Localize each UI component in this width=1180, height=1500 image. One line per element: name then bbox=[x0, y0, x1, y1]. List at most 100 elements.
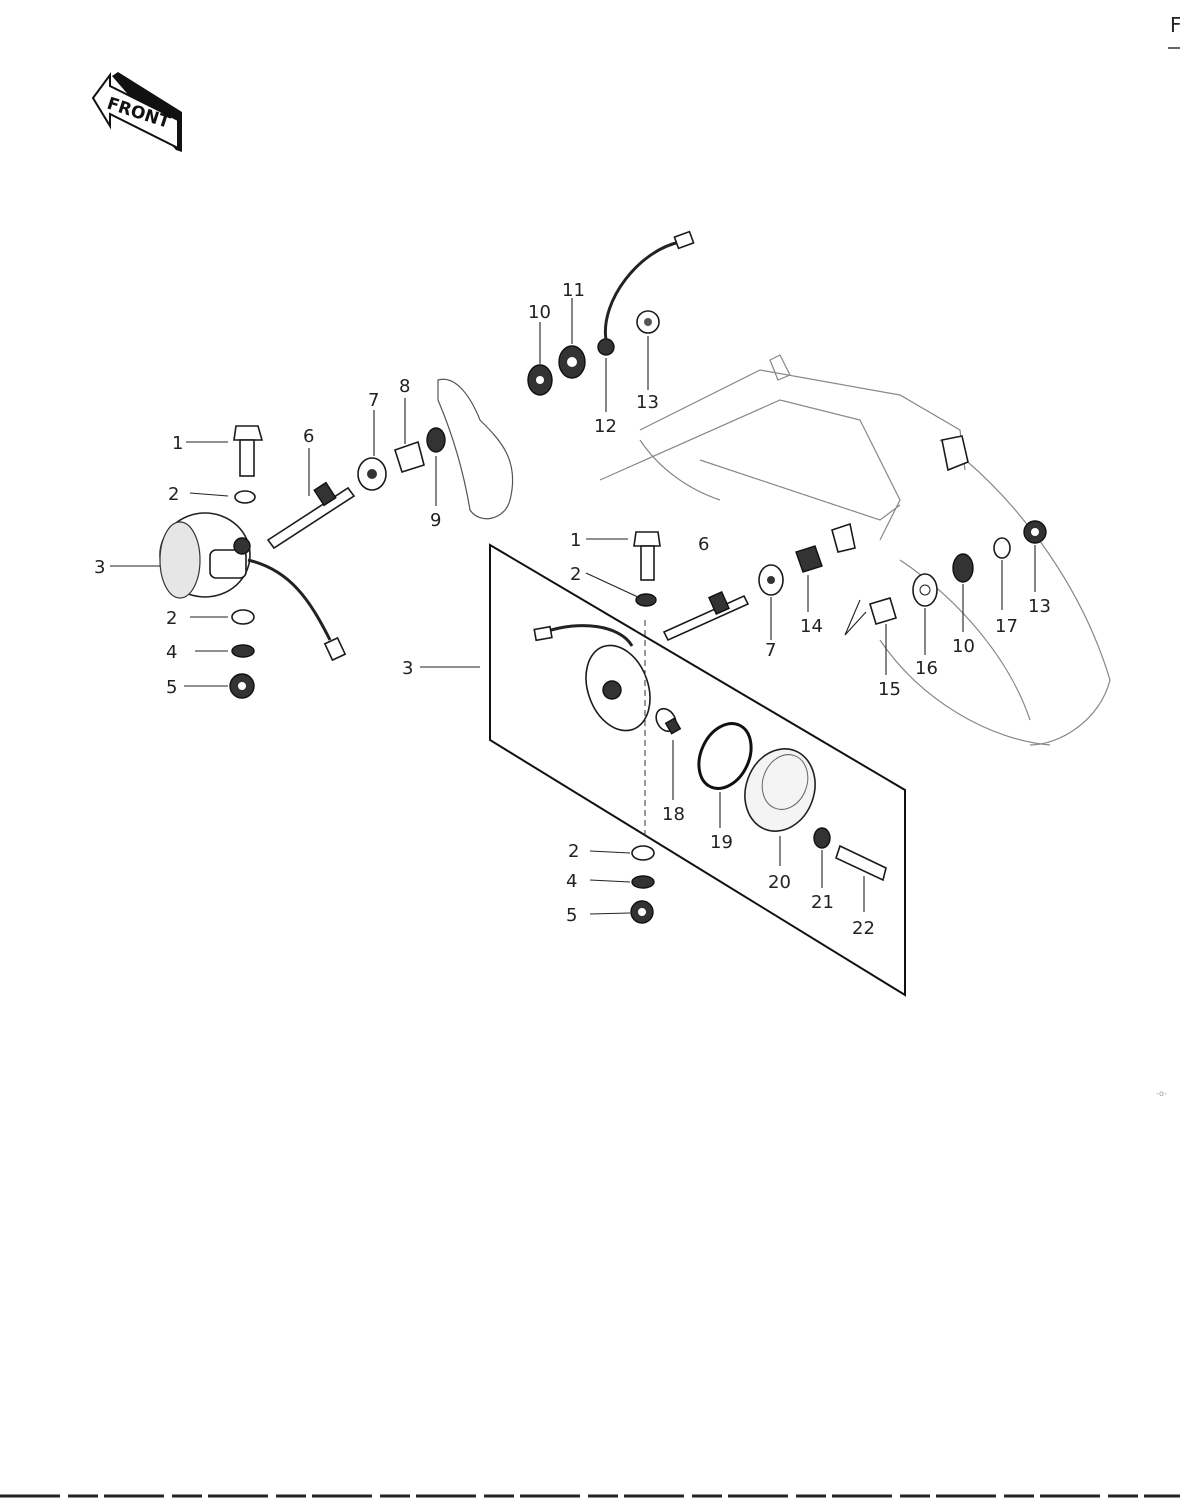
mount-part-10-top bbox=[527, 364, 553, 396]
collar-part-15 bbox=[869, 597, 897, 625]
washer-7-right-hole bbox=[767, 576, 775, 584]
bulb-18-base bbox=[664, 717, 682, 735]
bolt-part-1-right bbox=[633, 531, 661, 581]
washer-part-2-upper bbox=[234, 490, 256, 504]
nut-5-hole bbox=[238, 682, 246, 690]
washer-part-21 bbox=[813, 827, 831, 849]
nut-13-top-hole bbox=[644, 318, 652, 326]
nut-part-13-right bbox=[1023, 520, 1047, 544]
lamp-housing-part-3 bbox=[159, 512, 347, 662]
nut-part-5 bbox=[229, 673, 255, 699]
callout-left-4: 4 bbox=[166, 642, 177, 663]
callout-lamp-21: 21 bbox=[811, 892, 834, 913]
rear-fender-frame bbox=[599, 354, 1111, 746]
stay-part-6 bbox=[266, 481, 356, 550]
leader-lamp-2a bbox=[585, 572, 641, 599]
corner-letter: F bbox=[1170, 13, 1180, 37]
gasket-part-19 bbox=[697, 722, 753, 790]
callout-lamp-2b: 2 bbox=[568, 841, 579, 862]
screw-part-22 bbox=[835, 844, 887, 882]
nut-part-5-right bbox=[630, 900, 654, 924]
wire-harness-part-12 bbox=[597, 230, 695, 356]
bolt-1-head bbox=[233, 425, 264, 441]
callout-lamp-4: 4 bbox=[566, 871, 577, 892]
lamp-base-socket bbox=[602, 680, 622, 700]
callout-right-16: 16 bbox=[915, 658, 938, 679]
edge-mark: -o- bbox=[1156, 1089, 1167, 1098]
fender-bottom-edge bbox=[879, 639, 1051, 746]
frame-upper-tube bbox=[639, 369, 966, 471]
lamp-housing-wire bbox=[247, 558, 332, 641]
frame-bracket bbox=[639, 439, 721, 501]
callout-right-15: 15 bbox=[878, 679, 901, 700]
washer-part-2-lower bbox=[231, 609, 255, 625]
leader-lines bbox=[110, 298, 1036, 915]
callout-left-7: 7 bbox=[368, 390, 379, 411]
fender-mount-tab bbox=[941, 435, 969, 472]
callout-left-5: 5 bbox=[166, 677, 177, 698]
washer-16-hole bbox=[919, 584, 931, 596]
lockwasher-part-4-right bbox=[631, 875, 655, 889]
lamp-base-wire bbox=[544, 624, 634, 647]
fender-curve bbox=[939, 439, 1111, 746]
damper-11-hole bbox=[567, 357, 577, 367]
harness-12-wire bbox=[603, 240, 681, 341]
bolt-1-right-shank bbox=[640, 545, 655, 581]
collar-part-14 bbox=[795, 545, 823, 573]
lens-part-20 bbox=[744, 748, 816, 832]
callout-left-9: 9 bbox=[430, 510, 441, 531]
exploded-panel-border bbox=[489, 543, 906, 997]
bolt-1-shank bbox=[239, 439, 255, 477]
washer-part-2-right-upper bbox=[635, 593, 657, 607]
callout-left-2a: 2 bbox=[168, 484, 179, 505]
damper-7-hole bbox=[367, 469, 377, 479]
callout-lamp-20: 20 bbox=[768, 872, 791, 893]
lamp-housing-stem bbox=[209, 549, 247, 579]
lamp-base-wire-plug bbox=[533, 625, 553, 642]
stay-6-right-shaft bbox=[662, 594, 750, 642]
callout-left-2b: 2 bbox=[166, 608, 177, 629]
left-turn-signal-assembly bbox=[159, 425, 446, 699]
callout-left-6: 6 bbox=[303, 426, 314, 447]
stay-part-6-right bbox=[662, 591, 750, 642]
frame-lower-tube bbox=[599, 399, 901, 541]
callout-lamp-6: 6 bbox=[698, 534, 709, 555]
bolt-1-right-head bbox=[633, 531, 661, 547]
callout-top-10: 10 bbox=[528, 302, 551, 323]
front-arrow: FRONT bbox=[91, 71, 182, 152]
callout-left-8: 8 bbox=[399, 376, 410, 397]
damper-part-11 bbox=[558, 345, 586, 379]
lens-20-inner bbox=[761, 754, 809, 810]
stay-6-collar bbox=[313, 481, 337, 507]
callout-lamp-18: 18 bbox=[662, 804, 685, 825]
bolt-part-1 bbox=[233, 425, 264, 477]
callout-right-14: 14 bbox=[800, 616, 823, 637]
callout-top-11: 11 bbox=[562, 280, 585, 301]
callout-right-13: 13 bbox=[1028, 596, 1051, 617]
leader-right-14-split bbox=[844, 599, 867, 636]
callout-lamp-2a: 2 bbox=[570, 564, 581, 585]
lens-20-outer bbox=[744, 748, 816, 832]
collar-part-8 bbox=[394, 440, 425, 474]
harness-12-plug bbox=[673, 230, 695, 250]
mount-part-10-right bbox=[952, 553, 974, 583]
lamp-base-part-3 bbox=[533, 624, 651, 732]
washer-part-2-right-lower bbox=[631, 845, 655, 861]
lockwasher-part-4 bbox=[231, 644, 255, 658]
nut-13-right-hole bbox=[1031, 528, 1039, 536]
nut-part-9 bbox=[426, 427, 446, 453]
nut-5-right-hole bbox=[638, 908, 646, 916]
callout-lamp-5: 5 bbox=[566, 905, 577, 926]
mount-10-top-hole bbox=[536, 376, 544, 384]
callout-left-1: 1 bbox=[172, 433, 183, 454]
callout-left-3: 3 bbox=[94, 557, 105, 578]
right-parts-group bbox=[758, 435, 1047, 625]
harness-12-connector bbox=[597, 338, 615, 356]
callout-lamp-22: 22 bbox=[852, 918, 875, 939]
bulb-part-18 bbox=[655, 707, 682, 735]
callout-top-12: 12 bbox=[594, 416, 617, 437]
callout-top-13: 13 bbox=[636, 392, 659, 413]
leader-lamp-5 bbox=[589, 912, 631, 915]
lamp-housing-wire-plug bbox=[323, 636, 347, 662]
